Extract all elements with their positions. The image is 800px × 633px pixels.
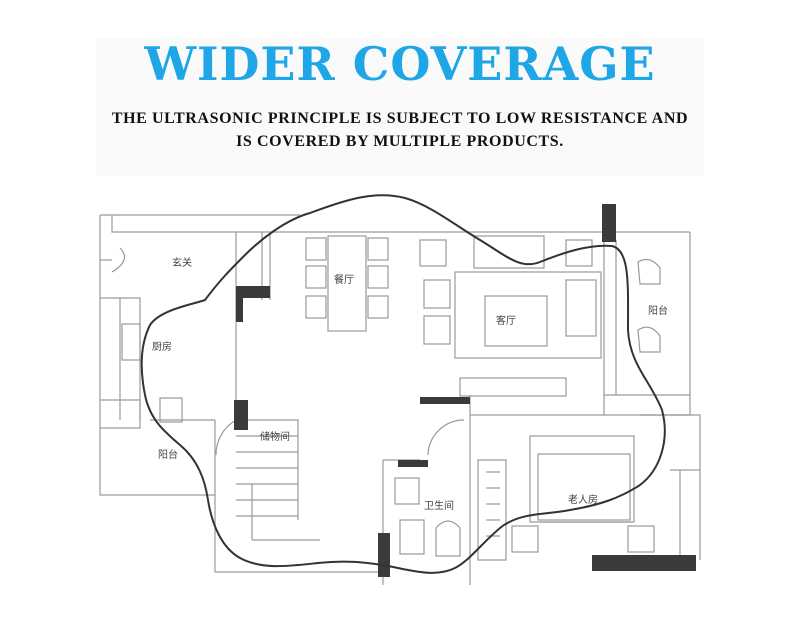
plan-walls [99, 214, 701, 585]
subtitle-line-2: IS COVERED BY MULTIPLE PRODUCTS. [236, 133, 564, 150]
room-label-balcony-east: 阳台 [648, 304, 668, 317]
room-label-bathroom: 卫生间 [424, 499, 454, 512]
room-label-living: 客厅 [496, 314, 516, 327]
room-label-storage: 储物间 [260, 430, 290, 443]
room-label-dining: 餐厅 [334, 273, 354, 286]
subtitle-line-1: THE ULTRASONIC PRINCIPLE IS SUBJECT TO L… [111, 110, 689, 127]
headline: WIDER COVERAGE [144, 37, 656, 91]
plan-dark-walls [234, 204, 696, 577]
room-label-balcony-west: 阳台 [158, 448, 178, 461]
coverage-outline [140, 194, 666, 574]
room-labels: 玄关 餐厅 厨房 客厅 阳台 阳台 储物间 卫生间 老人房 [152, 256, 668, 512]
room-label-elder-room: 老人房 [568, 493, 598, 506]
header-panel [96, 38, 704, 176]
room-label-entrance: 玄关 [172, 256, 192, 269]
room-label-kitchen: 厨房 [152, 340, 172, 353]
